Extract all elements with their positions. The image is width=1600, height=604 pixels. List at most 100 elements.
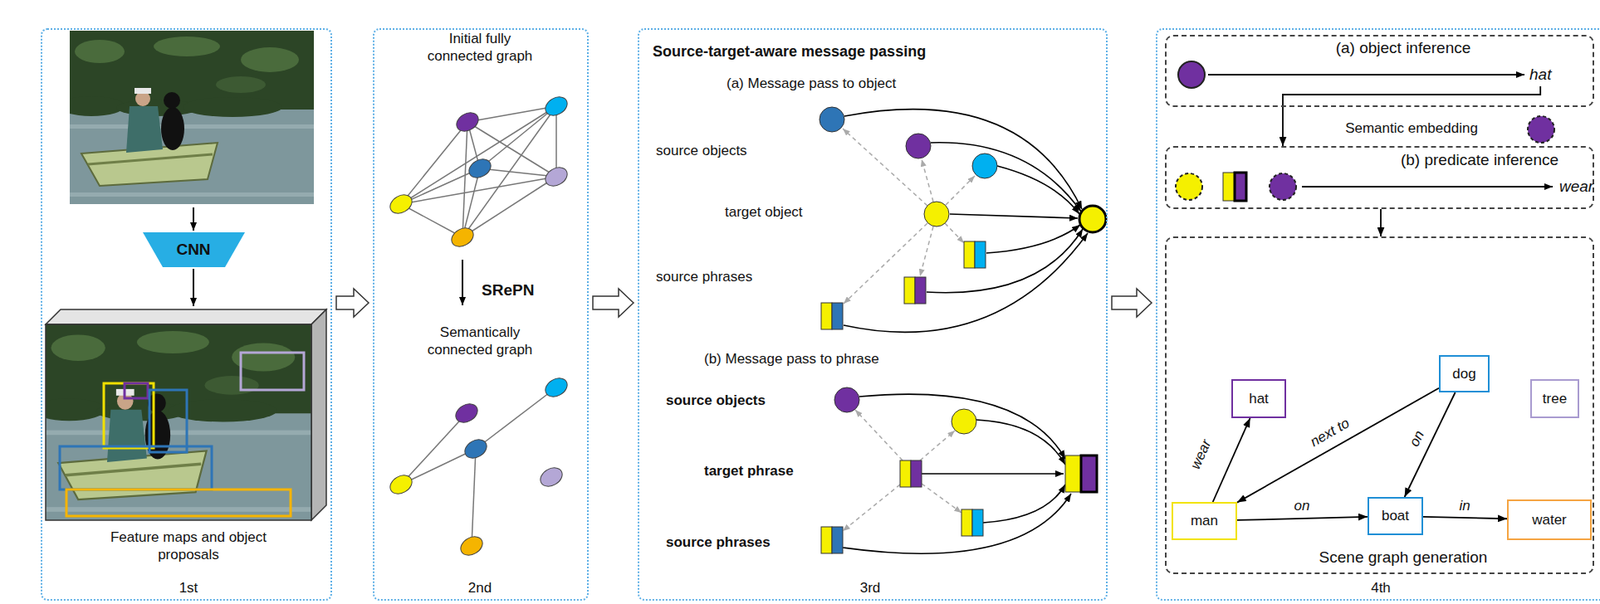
message-arrow [976, 420, 1066, 465]
phrase-half [963, 241, 975, 269]
proposal-box [149, 390, 187, 453]
graph-edge [401, 413, 467, 485]
caption-text: 2nd [468, 579, 492, 597]
dashed-arrow [842, 484, 901, 532]
scene-node-box: boat [1367, 497, 1424, 536]
sparse-graph-edges [401, 387, 557, 547]
edge-label: in [1456, 499, 1473, 515]
graph-edge [401, 106, 557, 205]
graph-node [537, 464, 566, 490]
object-label: dog [1452, 365, 1476, 383]
dashed-arrow [843, 223, 928, 304]
graph-node [465, 155, 495, 182]
caption-text: (a) Message pass to object [726, 74, 896, 93]
caption-text: Initial fully connected graph [417, 29, 543, 66]
object-circle [924, 201, 950, 227]
scene-node-box: water [1507, 499, 1592, 541]
message-arrow [921, 473, 1064, 475]
relation-arrow [1423, 517, 1508, 519]
phrase-half [914, 277, 926, 304]
flow-arrow [192, 269, 195, 307]
message-arrow [986, 225, 1081, 254]
graph-edge [401, 122, 468, 205]
stage-panel: Source-target-aware message passing(a) M… [637, 28, 1108, 602]
caption-text: wear [1559, 176, 1594, 197]
message-arrow [926, 229, 1083, 294]
feature-map-front [45, 324, 312, 521]
message-arrow [930, 142, 1082, 212]
graph-edge [401, 168, 480, 205]
caption-text: source phrases [665, 533, 771, 552]
phrases-a [821, 241, 986, 330]
graph-edge [462, 176, 557, 238]
phrase-half [904, 277, 915, 304]
graph-node [453, 108, 482, 135]
graph-node [542, 163, 571, 190]
caption-text: source objects [655, 141, 748, 160]
target-phrase-half [1065, 455, 1082, 493]
object-label: water [1531, 511, 1567, 529]
message-arrows-b [842, 394, 1072, 554]
step-box: Scene graph generationhatdogtreemanboatw… [1164, 236, 1595, 575]
object-circle [951, 409, 977, 435]
stage-panel: Initial fully connected graphSRePNSemant… [372, 28, 589, 602]
dashed-arrow [921, 159, 934, 202]
object-circle [1178, 61, 1205, 89]
embedding-circle [1175, 173, 1203, 201]
phrase-half [831, 303, 843, 330]
relation-arrow [1282, 86, 1541, 147]
objects-b [821, 387, 1097, 554]
edge-label: next to [1306, 415, 1356, 453]
relation-arrow [1404, 392, 1456, 498]
graph-edge [462, 168, 480, 238]
dashed-arrow [921, 484, 962, 514]
graph-node [542, 374, 571, 401]
annotation-label: Semantic embedding [1345, 119, 1478, 138]
caption-text: hat [1529, 64, 1552, 85]
graph-edge [401, 176, 557, 205]
feature-map-top [45, 309, 327, 325]
inference-arrow [1208, 73, 1525, 76]
dashed-arrow [919, 226, 934, 277]
object-label: boat [1381, 507, 1410, 525]
graph-node [542, 92, 571, 119]
graph-node [448, 224, 477, 250]
flow-arrow [192, 207, 195, 231]
caption-text: SRePN [481, 280, 534, 301]
step-box: (a) object inferencehat [1164, 34, 1595, 108]
caption-text: (b) predicate inference [1400, 150, 1559, 171]
graph-edge [462, 106, 557, 238]
edge-label: wear [1187, 435, 1217, 475]
graph-node [386, 471, 416, 498]
stage-panel: Feature maps and object proposals 1st CNN [40, 28, 333, 602]
caption-text: 1st [179, 579, 199, 597]
proposal-box [103, 383, 154, 449]
cnn-trapezoid: CNN [142, 232, 245, 268]
embedding-circle [1269, 173, 1297, 201]
caption-text: Feature maps and object proposals [97, 528, 280, 565]
object-circle [972, 153, 998, 179]
message-arrow [983, 484, 1066, 524]
scene-node-box: man [1171, 502, 1238, 541]
caption-text: CNN [176, 239, 211, 260]
embedding-circle [1527, 116, 1555, 143]
stage-arrow [1111, 288, 1152, 318]
target-circle [1079, 205, 1106, 233]
object-circle [834, 387, 860, 413]
caption-text: target phrase [704, 462, 794, 480]
dashed-arrows-a [842, 128, 975, 304]
graph-node [461, 435, 490, 462]
object-circle [905, 133, 931, 159]
target-phrase-half [1081, 455, 1097, 493]
graph-edge [479, 168, 557, 177]
caption-text: 4th [1370, 579, 1391, 597]
scene-node-box: hat [1231, 379, 1287, 419]
graph-node [457, 533, 486, 559]
graph-edge [471, 449, 476, 547]
feature-map-side [311, 309, 327, 521]
step-box: (b) predicate inferencewear [1164, 146, 1595, 210]
objects-a [819, 107, 1106, 233]
relation-arrow [1379, 209, 1382, 237]
relation-arrow [1213, 418, 1251, 503]
